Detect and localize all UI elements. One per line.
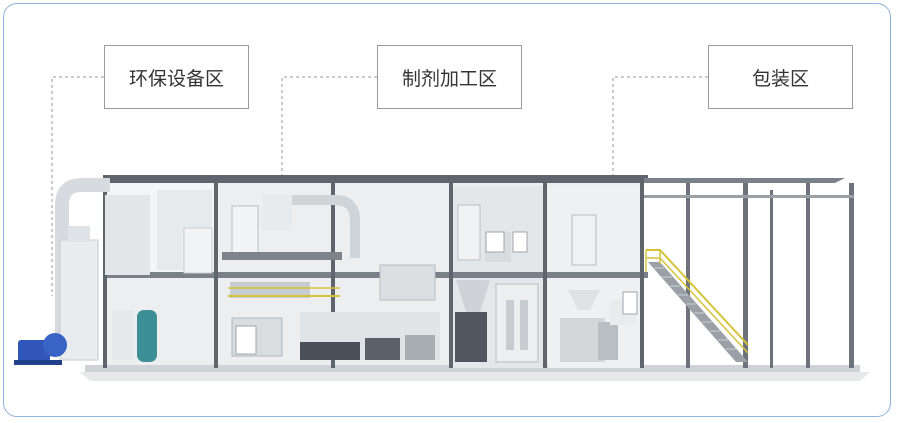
clean-room-equipment: [455, 204, 539, 363]
floor: [80, 372, 870, 381]
leader-line-env: [51, 76, 104, 296]
open-frame-beam: [644, 195, 854, 198]
mezzanine-floor: [103, 272, 648, 278]
windows: [235, 231, 638, 355]
zone-label-preparation: 制剂加工区: [377, 45, 522, 109]
leader-line-prep: [281, 76, 377, 176]
open-roof-beam: [643, 178, 845, 183]
blower-motor: [14, 333, 67, 365]
prep-equipment: [222, 195, 440, 360]
staircase: [645, 249, 749, 362]
zone-label-packaging: 包装区: [708, 45, 853, 109]
zone-label-environmental: 环保设备区: [104, 45, 249, 109]
leader-line-pack: [612, 76, 708, 180]
storage-tank: [137, 310, 157, 362]
env-equipment: [14, 178, 213, 365]
leader-lines: [51, 76, 708, 296]
open-frame-columns: [686, 183, 854, 368]
roof-beam: [103, 175, 648, 183]
floor-slab: [85, 365, 860, 372]
